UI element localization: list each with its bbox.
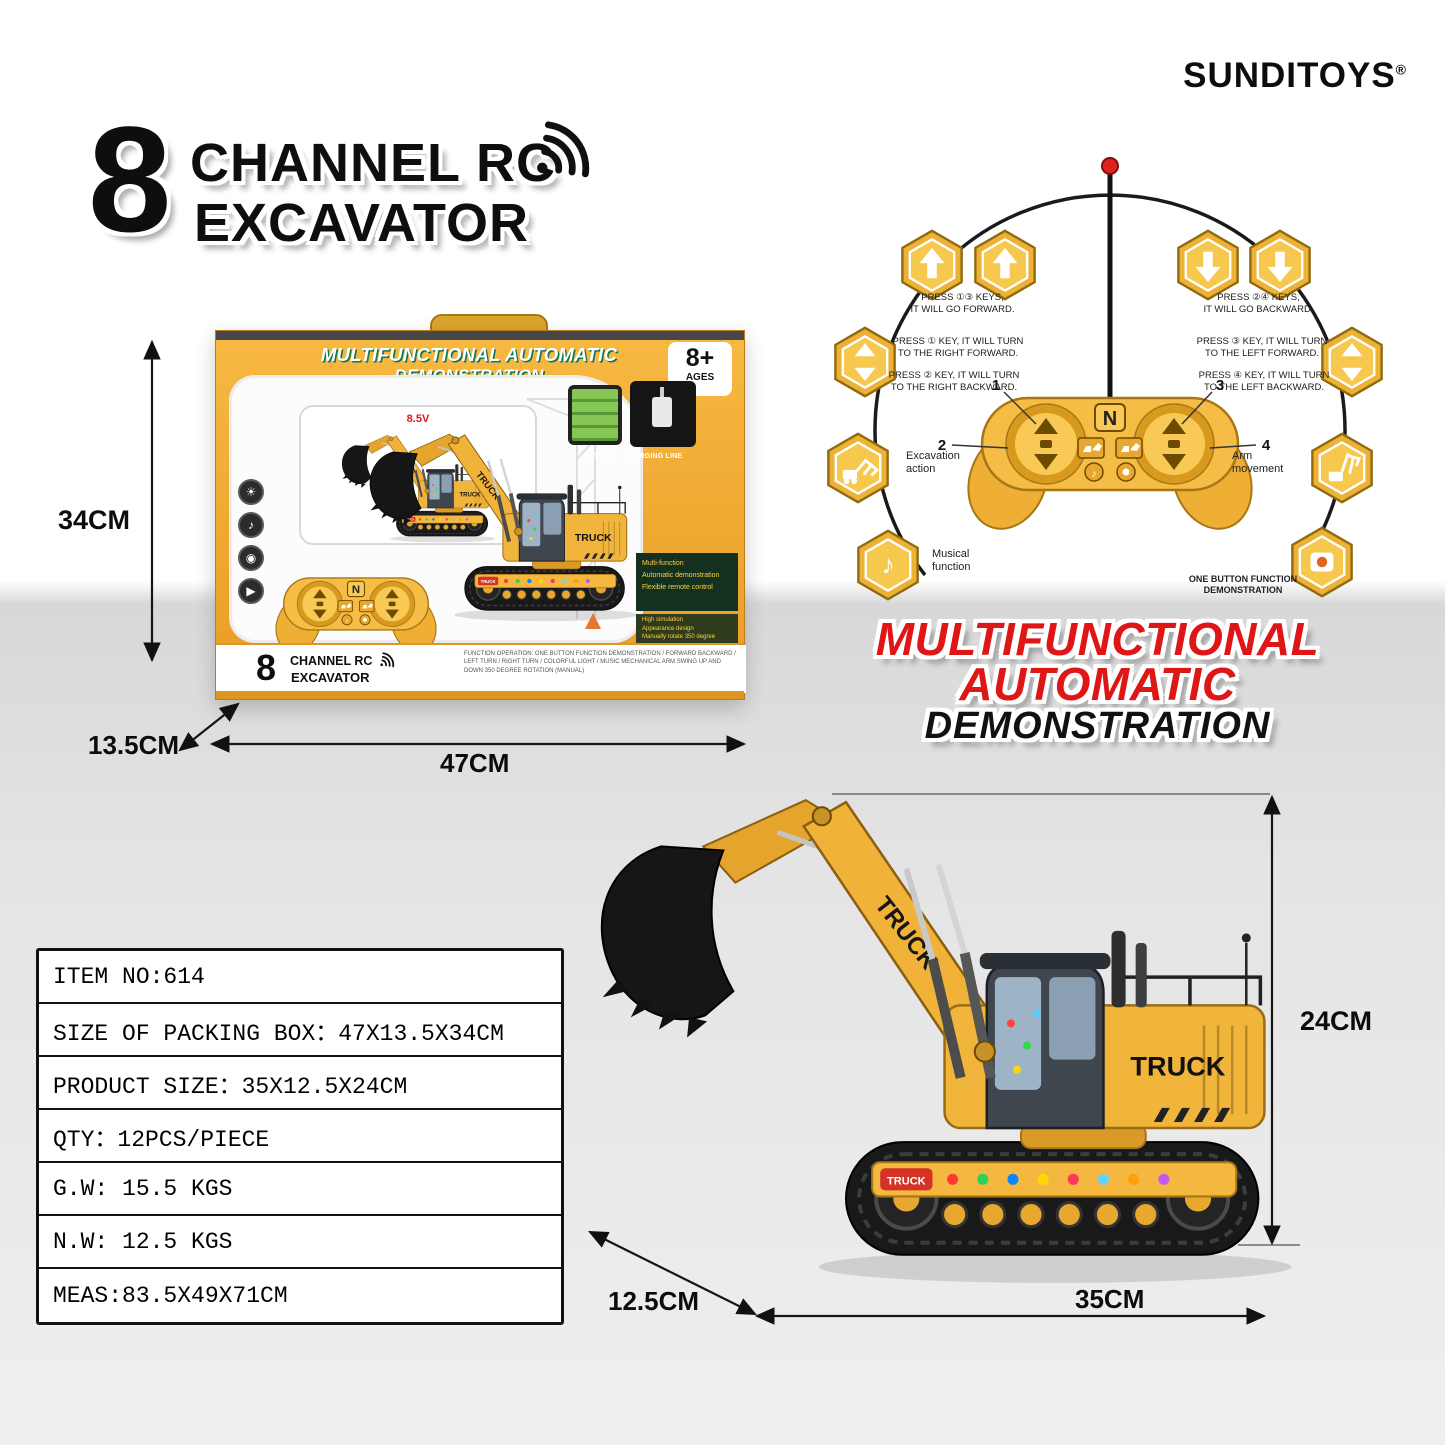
hex-excavation-icon xyxy=(828,434,887,502)
battery-caption: BATTERY / CHARGING LINE xyxy=(583,453,683,460)
key-number-3: 3 xyxy=(1216,377,1224,394)
hex-key4-backward-icon xyxy=(1250,231,1309,299)
toy-controller-graphic xyxy=(271,561,441,643)
product-width-label: 35CM xyxy=(1075,1284,1145,1314)
box-height-label: 34CM xyxy=(58,505,131,535)
spec-row-item-no: ITEM NO:614 xyxy=(39,951,561,1004)
spec-row-product-size: PRODUCT SIZE：35X12.5X24CM xyxy=(39,1057,561,1110)
hex-key2-backward-icon xyxy=(1178,231,1237,299)
rc-signal-icon-small xyxy=(379,652,396,669)
packaging-box: MULTIFUNCTIONAL AUTOMATIC DEMONSTRATION … xyxy=(215,330,746,700)
key-number-2: 2 xyxy=(938,437,946,454)
hex-key3-forward-icon xyxy=(975,231,1034,299)
instruction-forward: PRESS ①③ KEYS, IT WILL GO FORWARD. xyxy=(910,292,1015,316)
voltage-label: 8.5V xyxy=(406,413,430,425)
box-depth-label: 13.5CM xyxy=(88,730,180,760)
remote-controller-graphic xyxy=(960,396,1260,538)
box-bottom-strip: 8 CHANNEL RC EXCAVATOR FUNCTION OPERATIO… xyxy=(216,643,746,693)
excavator-photo xyxy=(552,772,1317,1295)
instruction-left-backward: PRESS ④ KEY, IT WILL TURN TO THE LEFT BA… xyxy=(1198,370,1330,394)
musical-function-label: Musical function xyxy=(932,548,971,574)
charger-thumbnail xyxy=(630,381,696,447)
headline-line2: AUTOMATIC xyxy=(959,658,1236,710)
product-depth-label: 12.5CM xyxy=(608,1286,700,1316)
brand-logo: SUNDITOYS® xyxy=(1183,56,1407,96)
spec-table: ITEM NO:614 SIZE OF PACKING BOX：47X13.5X… xyxy=(36,948,564,1325)
product-height-label: 24CM xyxy=(1300,1006,1373,1036)
rc-signal-icon xyxy=(532,116,600,184)
light-button-icon: ☀ xyxy=(238,479,264,505)
controller-diagram: 1 2 3 4 xyxy=(820,157,1400,660)
music-button-icon: ♪ xyxy=(238,512,264,538)
box-width-label: 47CM xyxy=(440,748,510,778)
headline: MULTIFUNCTIONAL AUTOMATIC DEMONSTRATION xyxy=(845,612,1350,748)
instruction-right-backward: PRESS ② KEY, IT WILL TURN TO THE RIGHT B… xyxy=(888,370,1020,394)
title-logo: 8 CHANNEL RC EXCAVATOR xyxy=(88,104,728,278)
instruction-left-forward: PRESS ③ KEY, IT WILL TURN TO THE LEFT FO… xyxy=(1196,336,1328,360)
traffic-cone xyxy=(585,613,601,629)
arm-movement-label: Arm movement xyxy=(1232,450,1284,476)
feature-strip-top: Multi-function Automatic demonstration F… xyxy=(636,553,738,611)
title-big-eight: 8 xyxy=(88,95,172,263)
title-line2: EXCAVATOR xyxy=(194,193,530,253)
power-button-icon: ◉ xyxy=(238,545,264,571)
title-line1: CHANNEL RC xyxy=(190,133,557,193)
feature-strip-bottom: High simulation Appearance design Manual… xyxy=(636,614,738,643)
headline-line1: MULTIFUNCTIONAL xyxy=(875,613,1320,665)
instruction-backward: PRESS ②④ KEYS, IT WILL GO BACKWARD. xyxy=(1203,292,1314,316)
spec-row-packing-box: SIZE OF PACKING BOX：47X13.5X34CM xyxy=(39,1004,561,1057)
registered-mark: ® xyxy=(1395,61,1407,78)
spec-row-gw: G.W: 15.5 KGS xyxy=(39,1163,561,1216)
headline-line3: DEMONSTRATION xyxy=(924,705,1271,747)
box-banner-line1: MULTIFUNCTIONAL AUTOMATIC xyxy=(320,344,618,365)
demo-card: 8.5V xyxy=(299,405,537,545)
antenna-tip xyxy=(1101,157,1119,175)
function-operation-text: FUNCTION OPERATION: ONE BUTTON FUNCTION … xyxy=(464,651,736,674)
box-top-strip xyxy=(216,331,744,340)
key-number-4: 4 xyxy=(1262,437,1271,454)
demo-button-icon: ▶ xyxy=(238,578,264,604)
brand-name: SUNDITOYS xyxy=(1183,56,1396,95)
excavation-action-label: Excavation action xyxy=(906,450,960,476)
spec-row-nw: N.W: 12.5 KGS xyxy=(39,1216,561,1269)
box-bottom-logo: 8 CHANNEL RC EXCAVATOR xyxy=(256,648,456,694)
one-button-label: ONE BUTTON FUNCTION DEMONSTRATION xyxy=(1188,574,1298,595)
instruction-right-forward: PRESS ① KEY, IT WILL TURN TO THE RIGHT F… xyxy=(892,336,1024,360)
spec-row-qty: QTY：12PCS/PIECE xyxy=(39,1110,561,1163)
battery-thumbnail xyxy=(568,385,622,445)
hex-key1-forward-icon xyxy=(902,231,961,299)
key-number-1: 1 xyxy=(992,377,1000,394)
hex-music-icon xyxy=(858,531,917,599)
spec-row-meas: MEAS:83.5X49X71CM xyxy=(53,1282,288,1309)
hex-arm-movement-icon xyxy=(1312,434,1371,502)
control-button-column: ☀ ♪ ◉ ▶ xyxy=(238,479,264,611)
age-badge: 8+ AGES xyxy=(668,342,732,396)
box-bottom-edge xyxy=(216,691,744,699)
